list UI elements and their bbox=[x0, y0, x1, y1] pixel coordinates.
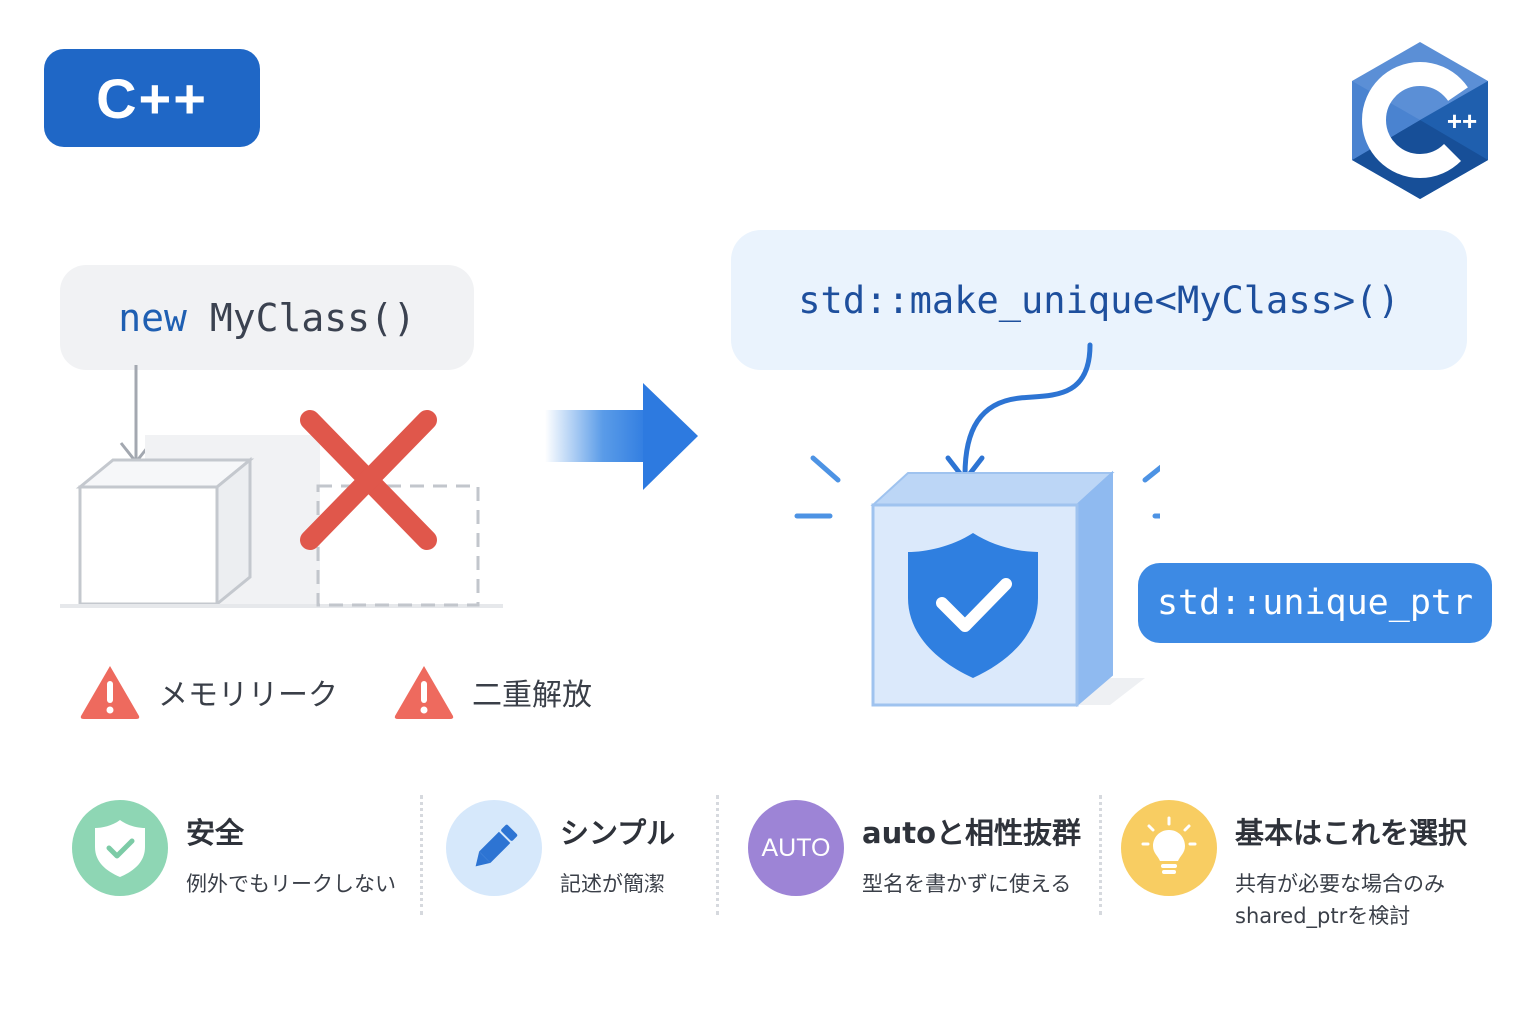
feature-desc: 例外でもリークしない bbox=[186, 872, 396, 896]
leak-illustration bbox=[60, 365, 503, 608]
curved-arrow bbox=[962, 342, 1093, 478]
cube-top bbox=[870, 472, 1115, 506]
shield-check-icon bbox=[72, 800, 168, 896]
old-code-box: new MyClass() bbox=[60, 265, 474, 370]
transform-arrow-icon bbox=[545, 383, 698, 490]
new-keyword: new bbox=[118, 295, 187, 340]
logo-plus-text: ++ bbox=[1447, 106, 1477, 136]
unique-ptr-label: std::unique_ptr bbox=[1138, 563, 1492, 643]
feature-divider bbox=[716, 795, 719, 915]
sparkle-tr bbox=[1142, 464, 1160, 483]
make-unique-code-box: std::make_unique<MyClass>() bbox=[731, 230, 1467, 370]
feature-title: 安全 bbox=[186, 816, 245, 850]
box-side bbox=[215, 456, 252, 608]
pencil-icon bbox=[446, 800, 542, 896]
feature-divider bbox=[1099, 795, 1102, 915]
feature-title: autoと相性抜群 bbox=[862, 816, 1082, 850]
lightbulb-icon bbox=[1121, 800, 1217, 896]
sparkle-tl bbox=[810, 455, 841, 483]
box-front bbox=[78, 485, 219, 606]
cube-side bbox=[1076, 470, 1113, 708]
warning-icon bbox=[394, 666, 454, 719]
warning-label: メモリリーク bbox=[158, 678, 338, 713]
feature-desc: 共有が必要な場合のみ bbox=[1235, 872, 1445, 896]
cpp-logo: ++ bbox=[1352, 42, 1488, 199]
feature-desc: shared_ptrを検討 bbox=[1235, 904, 1411, 928]
feature-basic-choice: 基本はこれを選択 共有が必要な場合のみ shared_ptrを検討 bbox=[1121, 800, 1467, 932]
cube-shadow bbox=[1070, 678, 1145, 705]
warning-memory-leak: メモリリーク bbox=[78, 663, 338, 721]
cpp-badge: C++ bbox=[44, 49, 260, 147]
auto-icon-text: AUTO bbox=[761, 833, 831, 862]
safe-cube-illustration bbox=[794, 342, 1160, 708]
warning-label: 二重解放 bbox=[472, 678, 592, 713]
feature-auto: AUTO autoと相性抜群 型名を書かずに使える bbox=[748, 800, 1081, 900]
shield-icon bbox=[908, 533, 1038, 678]
warning-icon bbox=[80, 666, 140, 719]
dashed-box bbox=[316, 484, 480, 607]
warning-double-free: 二重解放 bbox=[392, 663, 592, 721]
feature-simple: シンプル 記述が簡潔 bbox=[446, 800, 675, 900]
feature-safe: 安全 例外でもリークしない bbox=[72, 800, 396, 900]
feature-title: 基本はこれを選択 bbox=[1235, 816, 1468, 850]
red-x-stroke-2 bbox=[300, 410, 437, 550]
feature-divider bbox=[420, 795, 423, 915]
auto-icon: AUTO bbox=[748, 800, 844, 896]
checkmark-icon bbox=[936, 578, 1012, 632]
feature-desc: 記述が簡潔 bbox=[560, 872, 665, 896]
feature-title: シンプル bbox=[560, 816, 676, 850]
feature-desc: 型名を書かずに使える bbox=[862, 872, 1072, 896]
myclass-call: MyClass() bbox=[209, 295, 416, 340]
